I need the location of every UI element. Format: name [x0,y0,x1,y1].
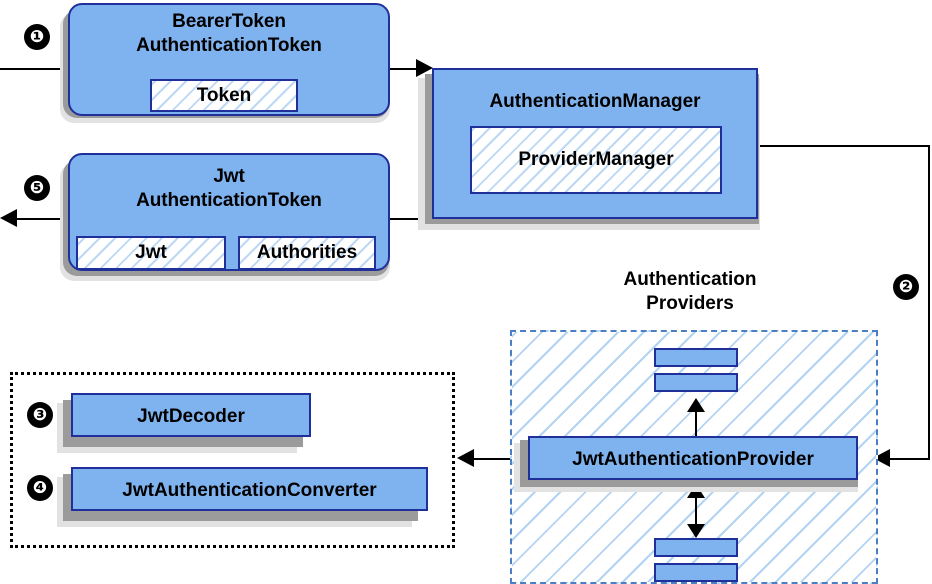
bearer-token-token-field[interactable]: Token [150,79,298,112]
connector-manager-to-right [758,145,930,147]
arrowhead-bearer-to-manager [416,59,433,77]
providers-caption-line1: Authentication [623,269,757,290]
connector-provider-to-support [474,458,520,460]
jwt-decoder-box[interactable]: JwtDecoder [71,393,311,437]
badge-step-2: ❷ [893,274,919,300]
jwt-token-title-line2: AuthenticationToken [136,190,322,211]
badge-step-5: ❺ [24,175,50,201]
connector-manager-to-jwt-token [388,218,430,220]
connector-bottom-double [695,490,697,526]
provider-bar-top-2 [654,373,738,392]
arrowhead-outbound-response [0,209,17,227]
provider-manager-field[interactable]: ProviderManager [470,126,722,194]
provider-manager-label: ProviderManager [518,149,674,170]
provider-bar-bottom-1 [654,538,738,557]
badge-step-3: ❸ [27,402,53,428]
connector-outbound-response [17,218,69,220]
bearer-token-title-line1: BearerToken [172,11,286,32]
badge-step-4: ❹ [27,475,53,501]
bearer-token-title-line2: AuthenticationToken [136,35,322,56]
jwt-decoder-label: JwtDecoder [137,406,245,427]
authentication-manager-box[interactable]: AuthenticationManager ProviderManager [432,68,758,219]
jwt-token-authorities-field[interactable]: Authorities [238,236,376,270]
connector-right-to-provider [873,458,930,460]
bearer-token-token-label: Token [196,84,252,106]
jwt-token-title-line1: Jwt [213,166,245,187]
connector-top-double [695,404,697,440]
jwt-authentication-converter-box[interactable]: JwtAuthenticationConverter [71,467,428,511]
jwt-token-jwt-field[interactable]: Jwt [76,236,226,270]
connector-right-edge-down [928,145,930,459]
provider-bar-bottom-2 [654,563,738,582]
jwt-authentication-provider-label: JwtAuthenticationProvider [572,449,814,470]
authentication-manager-title: AuthenticationManager [489,91,701,112]
support-components-region [10,372,455,548]
arrowhead-bottom-down [687,524,705,538]
connector-bearer-to-manager [388,68,420,70]
provider-bar-top-1 [654,348,738,367]
badge-step-1: ❶ [24,24,50,50]
arrowhead-into-support-region [457,449,474,467]
jwt-authentication-provider-box[interactable]: JwtAuthenticationProvider [528,436,858,480]
connector-inbound-request [0,68,66,70]
jwt-token-authorities-label: Authorities [256,242,358,263]
providers-caption-line2: Providers [646,293,734,314]
jwt-authentication-converter-label: JwtAuthenticationConverter [122,480,377,501]
jwt-token-jwt-label: Jwt [135,242,167,263]
